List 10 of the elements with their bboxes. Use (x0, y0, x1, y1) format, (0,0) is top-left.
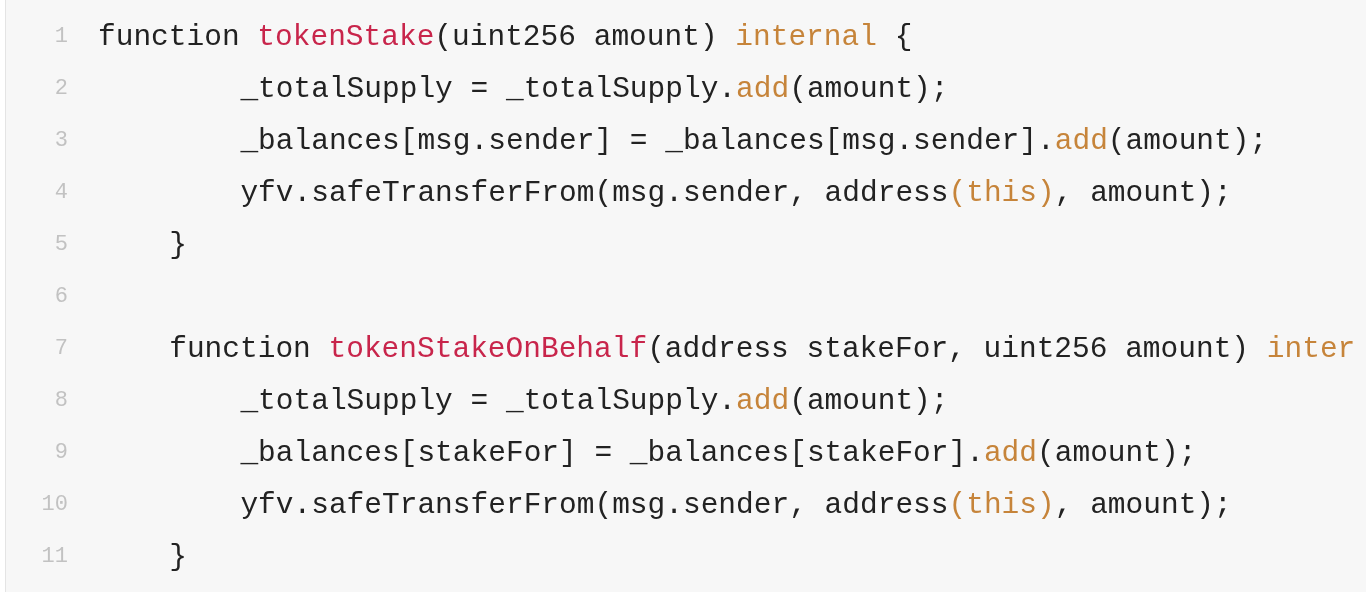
code-line: function tokenStakeOnBehalf(address stakeFor, uint256 amount) inter (169, 331, 1356, 368)
code-line: _balances[msg.sender] = _balances[msg.sender].add(amount); (240, 123, 1268, 160)
code-line: } (169, 227, 187, 264)
code-line: function tokenStake(uint256 amount) internal { (98, 19, 913, 56)
code-line: } (169, 539, 187, 576)
code-line: _totalSupply = _totalSupply.add(amount); (240, 383, 949, 420)
code-line: _totalSupply = _totalSupply.add(amount); (240, 71, 949, 108)
code-line: yfv.safeTransferFrom(msg.sender, address(this), amount); (240, 175, 1232, 212)
code-line: _balances[stakeFor] = _balances[stakeFor].add(amount); (240, 435, 1197, 472)
code-line: yfv.safeTransferFrom(msg.sender, address(this), amount); (240, 487, 1232, 524)
